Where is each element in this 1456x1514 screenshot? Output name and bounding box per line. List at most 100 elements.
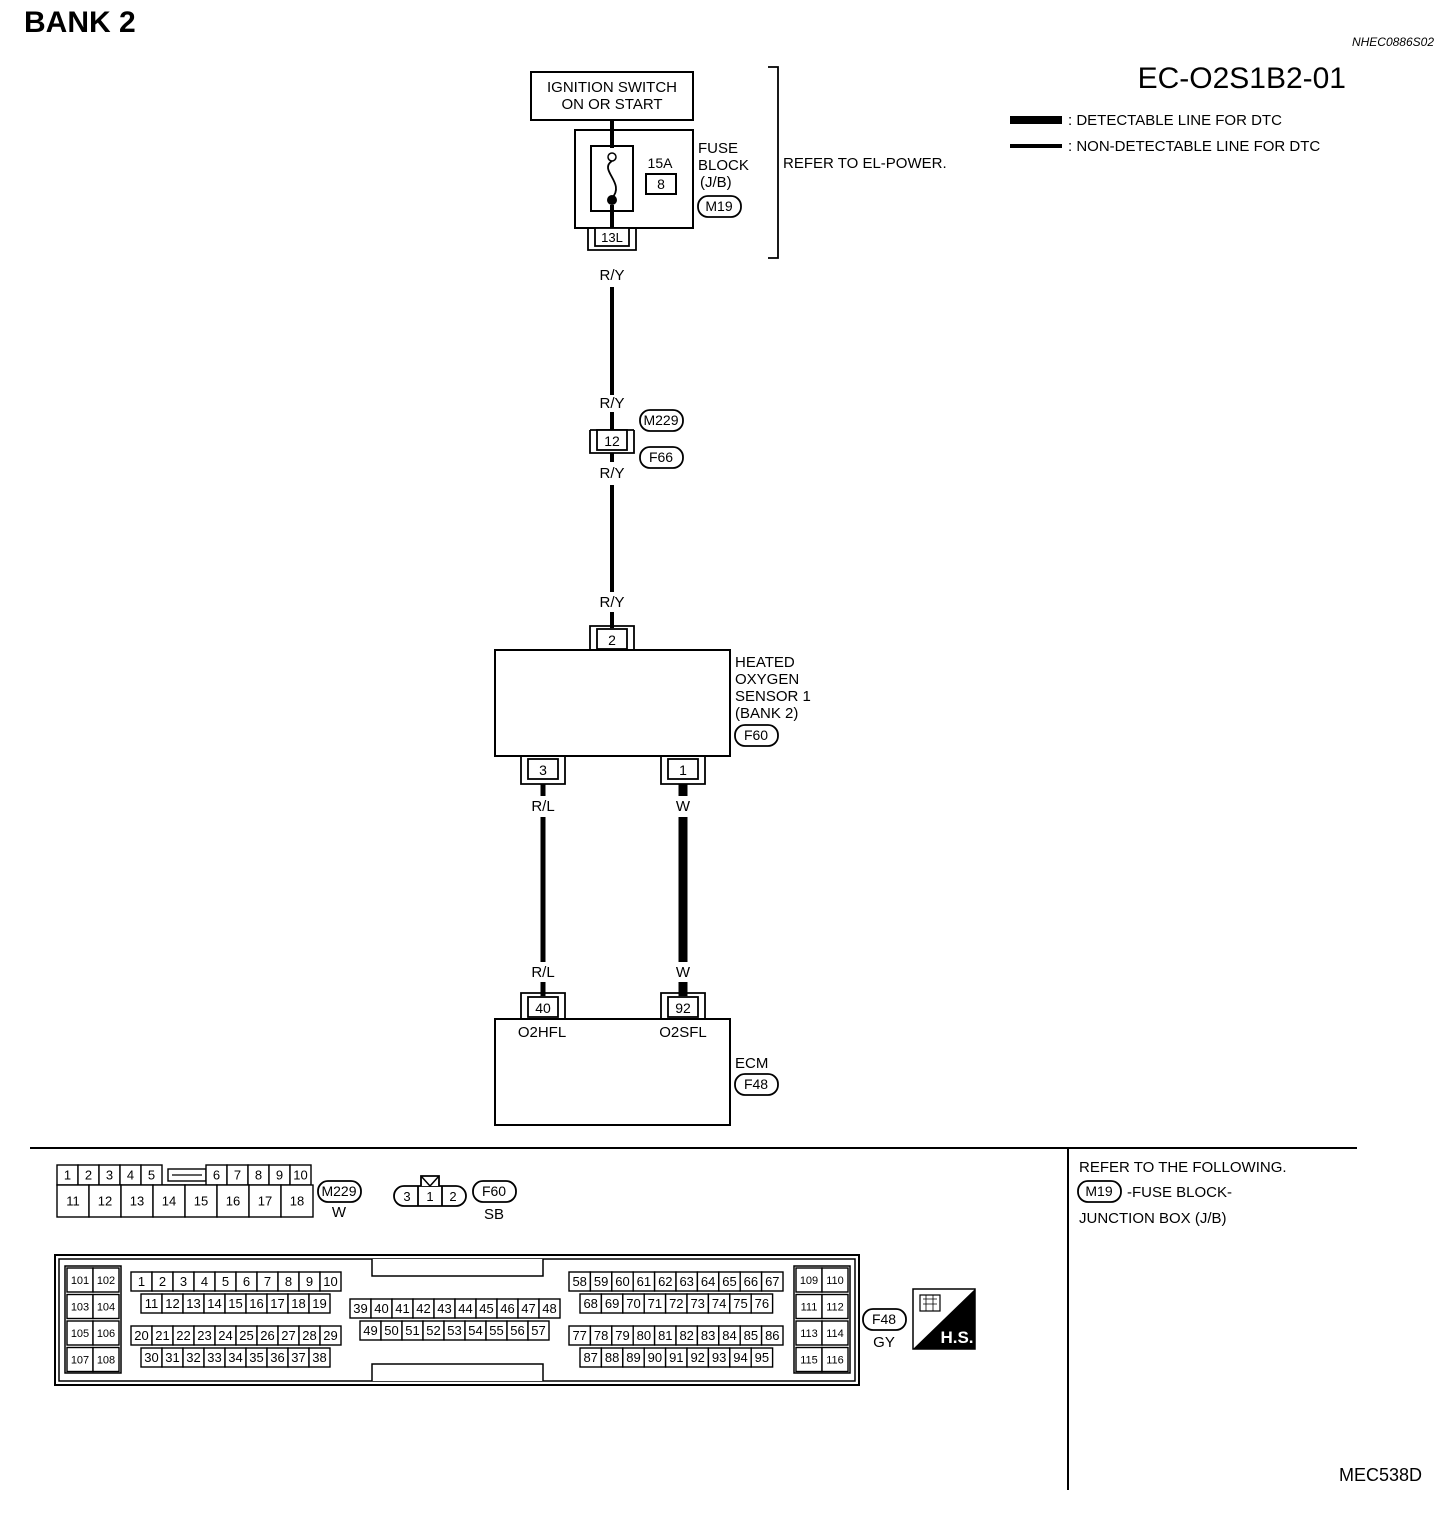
pin-label: 107 bbox=[71, 1354, 89, 1366]
pin-label: 1 bbox=[138, 1274, 145, 1289]
pin-cell bbox=[750, 1347, 774, 1368]
fuse-block: 15A 8 bbox=[574, 129, 694, 229]
diagram-code: EC-O2S1B2-01 bbox=[1138, 62, 1346, 95]
pin-label: 19 bbox=[312, 1296, 326, 1311]
pin-label: 60 bbox=[615, 1274, 629, 1289]
pin-label: 10 bbox=[293, 1168, 307, 1183]
legend: : DETECTABLE LINE FOR DTC : NON-DETECTAB… bbox=[1010, 112, 1320, 155]
f48-id: F48 bbox=[872, 1311, 896, 1327]
m229-color: W bbox=[332, 1204, 347, 1221]
pin-label: 75 bbox=[733, 1296, 747, 1311]
pin-label: 34 bbox=[228, 1350, 242, 1365]
pin-label: 79 bbox=[615, 1328, 629, 1343]
pin-label: 57 bbox=[531, 1323, 545, 1338]
pin-cell bbox=[821, 1320, 849, 1346]
sensor-label-3: SENSOR 1 bbox=[735, 688, 811, 705]
pin-label: 14 bbox=[207, 1296, 221, 1311]
pin-cell bbox=[92, 1267, 120, 1293]
pin-label: 38 bbox=[312, 1350, 326, 1365]
pin-label: 108 bbox=[97, 1354, 115, 1366]
pin-label: 85 bbox=[744, 1328, 758, 1343]
pin-label: 17 bbox=[258, 1194, 272, 1209]
pin-label: 109 bbox=[800, 1275, 818, 1287]
pin-label: 15 bbox=[228, 1296, 242, 1311]
pin-label: 49 bbox=[363, 1323, 377, 1338]
joint-conn-top: M229 bbox=[643, 412, 678, 428]
pin-label: 39 bbox=[353, 1301, 367, 1316]
pin-label: 22 bbox=[176, 1328, 190, 1343]
sensor-pin-right: 1 bbox=[679, 762, 687, 778]
pin-label: 27 bbox=[281, 1328, 295, 1343]
fuse-terminal-label: 13L bbox=[601, 230, 623, 245]
pin-label: 14 bbox=[162, 1194, 176, 1209]
pin-label: 8 bbox=[255, 1168, 262, 1183]
pin-cell bbox=[216, 1184, 250, 1218]
pin-label: 116 bbox=[826, 1354, 844, 1366]
bank-title: BANK 2 bbox=[24, 6, 136, 39]
pin-cell bbox=[760, 1271, 784, 1292]
wire-label-w-2: W bbox=[676, 964, 691, 981]
pin-label: 111 bbox=[801, 1301, 818, 1313]
m229-id: M229 bbox=[321, 1183, 356, 1199]
pin-label: 93 bbox=[712, 1350, 726, 1365]
pin-label: 70 bbox=[626, 1296, 640, 1311]
ref-code: NHEC0886S02 bbox=[1352, 35, 1434, 49]
pin-label: 13 bbox=[130, 1194, 144, 1209]
legend-nondetectable-text: : NON-DETECTABLE LINE FOR DTC bbox=[1068, 138, 1320, 155]
f48-color: GY bbox=[873, 1334, 895, 1351]
pin-label: 17 bbox=[270, 1296, 284, 1311]
pin-cell bbox=[821, 1293, 849, 1320]
pin-label: 7 bbox=[234, 1168, 241, 1183]
pin-label: 35 bbox=[249, 1350, 263, 1365]
pin-label: 110 bbox=[826, 1275, 844, 1287]
fuse-label-2: BLOCK bbox=[698, 157, 749, 174]
pin-label: 33 bbox=[207, 1350, 221, 1365]
pin-label: 4 bbox=[201, 1274, 208, 1289]
pin-label: 45 bbox=[479, 1301, 493, 1316]
pin-label: 83 bbox=[701, 1328, 715, 1343]
pin-label: 21 bbox=[155, 1328, 169, 1343]
pin-label: 76 bbox=[755, 1296, 769, 1311]
joint-conn-bottom: F66 bbox=[649, 449, 673, 465]
fuse-connector: M19 bbox=[705, 198, 732, 214]
pin-label: 6 bbox=[243, 1274, 250, 1289]
pin-label: 87 bbox=[583, 1350, 597, 1365]
pin-label: 18 bbox=[290, 1194, 304, 1209]
pin-label: 91 bbox=[669, 1350, 683, 1365]
pin-label: 74 bbox=[712, 1296, 726, 1311]
pin-label: 2 bbox=[85, 1168, 92, 1183]
pin-label: 65 bbox=[722, 1274, 736, 1289]
pin-label: 67 bbox=[765, 1274, 779, 1289]
pin-label: 8 bbox=[285, 1274, 292, 1289]
pin-label: 31 bbox=[165, 1350, 179, 1365]
f60-pin-c: 2 bbox=[449, 1189, 456, 1204]
pin-label: 6 bbox=[213, 1168, 220, 1183]
refer-following-connector: M19 bbox=[1085, 1183, 1112, 1199]
pin-label: 103 bbox=[71, 1301, 89, 1313]
ecm-pin-right: 92 bbox=[675, 1000, 691, 1016]
f60-id: F60 bbox=[482, 1183, 506, 1199]
pin-cell bbox=[88, 1184, 122, 1218]
sensor-label-1: HEATED bbox=[735, 654, 795, 671]
f60-pin-b: 1 bbox=[426, 1189, 433, 1204]
pin-label: 81 bbox=[658, 1328, 672, 1343]
pin-cell bbox=[760, 1325, 784, 1346]
wire-label-ry-4: R/Y bbox=[599, 594, 624, 611]
pin-label: 94 bbox=[733, 1350, 747, 1365]
pin-label: 15 bbox=[194, 1194, 208, 1209]
pin-cell bbox=[821, 1267, 849, 1293]
pin-cell bbox=[750, 1293, 774, 1314]
pin-label: 5 bbox=[222, 1274, 229, 1289]
pin-label: 115 bbox=[800, 1354, 818, 1366]
pin-label: 53 bbox=[447, 1323, 461, 1338]
pin-label: 54 bbox=[468, 1323, 482, 1338]
pin-label: 30 bbox=[144, 1350, 158, 1365]
pin-label: 13 bbox=[186, 1296, 200, 1311]
pin-label: 82 bbox=[679, 1328, 693, 1343]
pin-label: 2 bbox=[159, 1274, 166, 1289]
pin-label: 42 bbox=[416, 1301, 430, 1316]
pin-label: 95 bbox=[755, 1350, 769, 1365]
wire-label-ry-2: R/Y bbox=[599, 395, 624, 412]
pin-cell bbox=[527, 1320, 550, 1341]
